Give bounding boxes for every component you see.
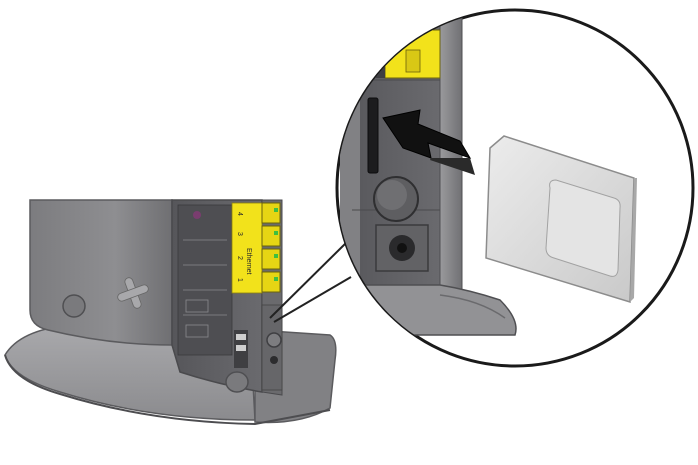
insert-arrow-icon [382, 109, 475, 175]
power-button-icon [266, 332, 282, 348]
router-body: Ethernet 4 3 2 1 [29, 199, 283, 396]
sim-card-icon [485, 135, 637, 304]
status-dot-icon [193, 211, 201, 219]
callout-lines [269, 239, 352, 323]
port-number: 2 [236, 256, 243, 260]
logo-cross-icon [117, 277, 149, 309]
power-jack-icon [270, 356, 278, 364]
led-icon [274, 277, 278, 281]
ethernet-label: Ethernet [245, 248, 252, 275]
ethernet-ports [261, 202, 281, 293]
led-icon [274, 231, 278, 235]
foot-icon [225, 371, 249, 393]
magnify-circle [335, 8, 695, 368]
foot-icon [62, 294, 86, 318]
sim-slot [367, 97, 379, 174]
port-number: 4 [236, 212, 243, 216]
port-number: 3 [236, 232, 243, 236]
led-icon [274, 254, 278, 258]
port-number: 1 [236, 278, 243, 282]
led-icon [274, 208, 278, 212]
ethernet-panel [231, 202, 263, 294]
